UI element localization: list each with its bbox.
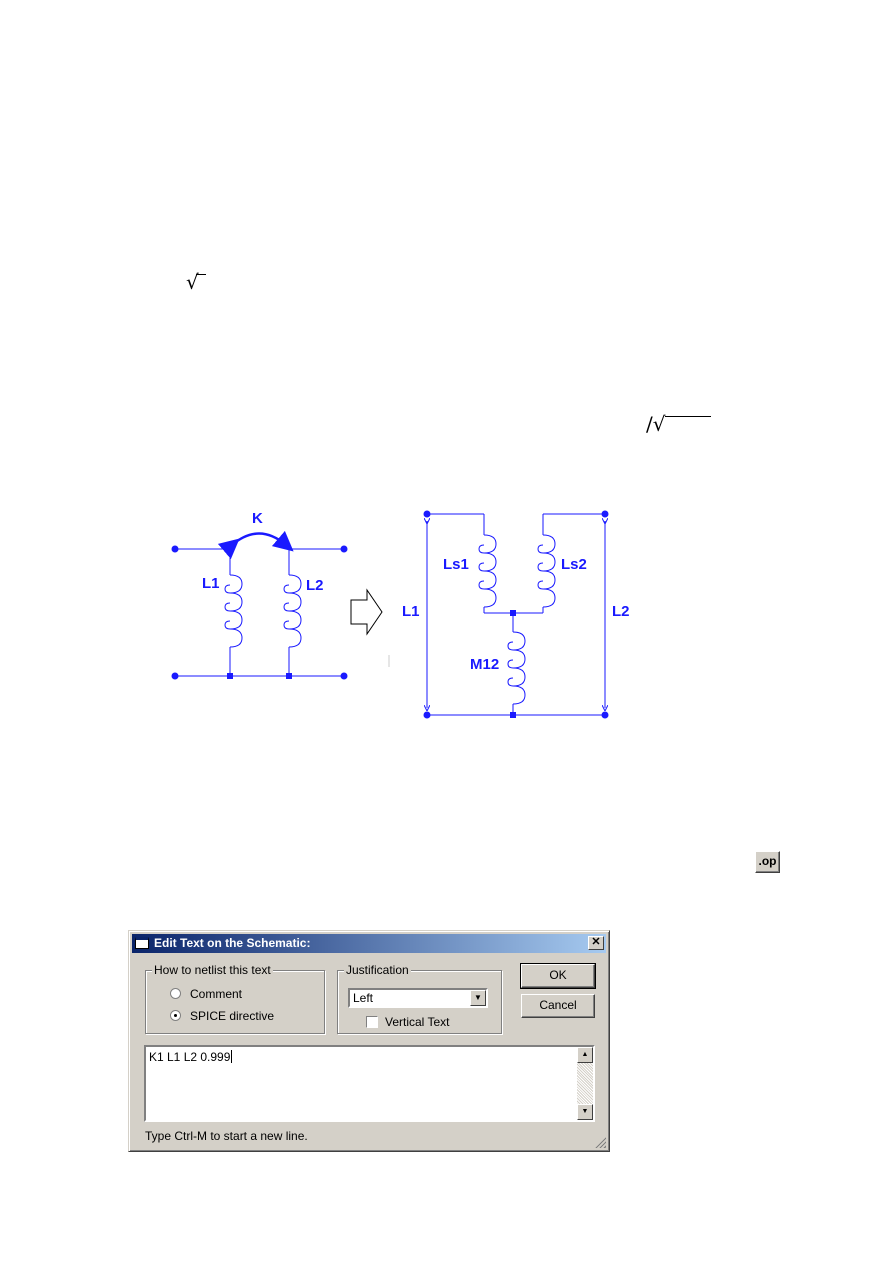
inductor-m12-loops xyxy=(507,641,514,687)
justification-group: Justification Left ▼ Vertical Text xyxy=(337,963,502,1034)
inductor-ls2-loops xyxy=(537,544,544,590)
dialog-title: Edit Text on the Schematic: xyxy=(154,936,311,950)
label-l2-span: L2 xyxy=(612,603,630,620)
inductor-ls1-loops xyxy=(478,544,485,590)
inductor-l2 xyxy=(288,574,302,648)
directive-text: K1 L1 L2 0.999 xyxy=(149,1050,231,1064)
junction xyxy=(227,673,233,679)
label-l1-span: L1 xyxy=(402,603,420,620)
node xyxy=(423,510,431,518)
label-ls2: Ls2 xyxy=(561,556,587,573)
coupling-arrow-k xyxy=(217,530,294,560)
division-sqrt-glyph: /√ xyxy=(646,412,666,436)
radio-comment-circle[interactable] xyxy=(170,988,181,999)
label-l1: L1 xyxy=(202,575,220,592)
chevron-down-icon[interactable]: ▼ xyxy=(470,990,486,1006)
dialog-titlebar[interactable]: Edit Text on the Schematic: ✕ xyxy=(132,934,606,953)
sqrt-symbol: √ xyxy=(186,270,199,294)
scroll-down-icon[interactable]: ▼ xyxy=(577,1104,593,1120)
resize-grip-icon[interactable] xyxy=(594,1136,606,1148)
left-circuit xyxy=(175,530,344,677)
sqrt-glyph: √ xyxy=(186,270,199,294)
justification-legend: Justification xyxy=(344,963,411,977)
inductor-ls1 xyxy=(483,534,497,608)
edit-text-dialog: Edit Text on the Schematic: ✕ How to net… xyxy=(128,930,610,1152)
op-directive-button[interactable]: .op xyxy=(755,851,780,873)
inductor-m12 xyxy=(512,631,526,705)
label-k: K xyxy=(252,510,263,527)
node xyxy=(601,711,609,719)
netlist-legend: How to netlist this text xyxy=(152,963,273,977)
label-l2: L2 xyxy=(306,577,324,594)
radio-spice-circle[interactable] xyxy=(170,1010,181,1021)
node xyxy=(171,672,179,680)
node xyxy=(340,672,348,680)
hint-text: Type Ctrl-M to start a new line. xyxy=(145,1129,308,1143)
equivalence-arrow xyxy=(350,588,383,636)
netlist-group: How to netlist this text Comment SPICE d… xyxy=(145,963,325,1034)
sqrt-overline xyxy=(196,274,206,275)
node xyxy=(423,711,431,719)
right-circuit xyxy=(427,513,605,716)
directive-textarea[interactable]: K1 L1 L2 0.999 ▲ ▼ xyxy=(144,1045,595,1122)
scroll-up-icon[interactable]: ▲ xyxy=(577,1047,593,1063)
cancel-button[interactable]: Cancel xyxy=(521,994,595,1018)
close-icon: ✕ xyxy=(591,936,601,948)
cancel-label: Cancel xyxy=(539,998,577,1012)
radio-spice-label: SPICE directive xyxy=(190,1009,275,1023)
division-sqrt-overline xyxy=(665,416,711,417)
op-label: .op xyxy=(758,854,777,868)
junction xyxy=(510,712,516,718)
inductor-ls2 xyxy=(542,534,556,608)
vertical-scrollbar[interactable]: ▲ ▼ xyxy=(577,1047,593,1120)
label-m12: M12 xyxy=(470,656,499,673)
inductor-l2-loops xyxy=(283,584,290,630)
justification-select[interactable]: Left ▼ xyxy=(348,988,488,1008)
inductor-l1 xyxy=(229,574,243,648)
node xyxy=(340,545,348,553)
junction xyxy=(510,610,516,616)
left-nodes xyxy=(171,545,348,680)
coupled-inductor-diagram: K L1 L2 Ls1 Ls2 M12 L1 L2 xyxy=(171,510,630,719)
division-sqrt-symbol: /√ xyxy=(646,412,665,436)
vertical-text-label: Vertical Text xyxy=(385,1015,450,1029)
radio-comment-label: Comment xyxy=(190,987,243,1001)
node xyxy=(601,510,609,518)
node xyxy=(171,545,179,553)
close-button[interactable]: ✕ xyxy=(588,936,604,950)
label-ls1: Ls1 xyxy=(443,556,469,573)
right-nodes xyxy=(423,510,609,719)
window-icon xyxy=(135,937,149,949)
inductor-l1-loops xyxy=(224,584,231,630)
ok-button[interactable]: OK xyxy=(520,963,596,989)
justification-value: Left xyxy=(353,991,374,1005)
ok-label: OK xyxy=(549,968,567,982)
junction xyxy=(286,673,292,679)
vertical-text-checkbox[interactable] xyxy=(366,1016,378,1028)
